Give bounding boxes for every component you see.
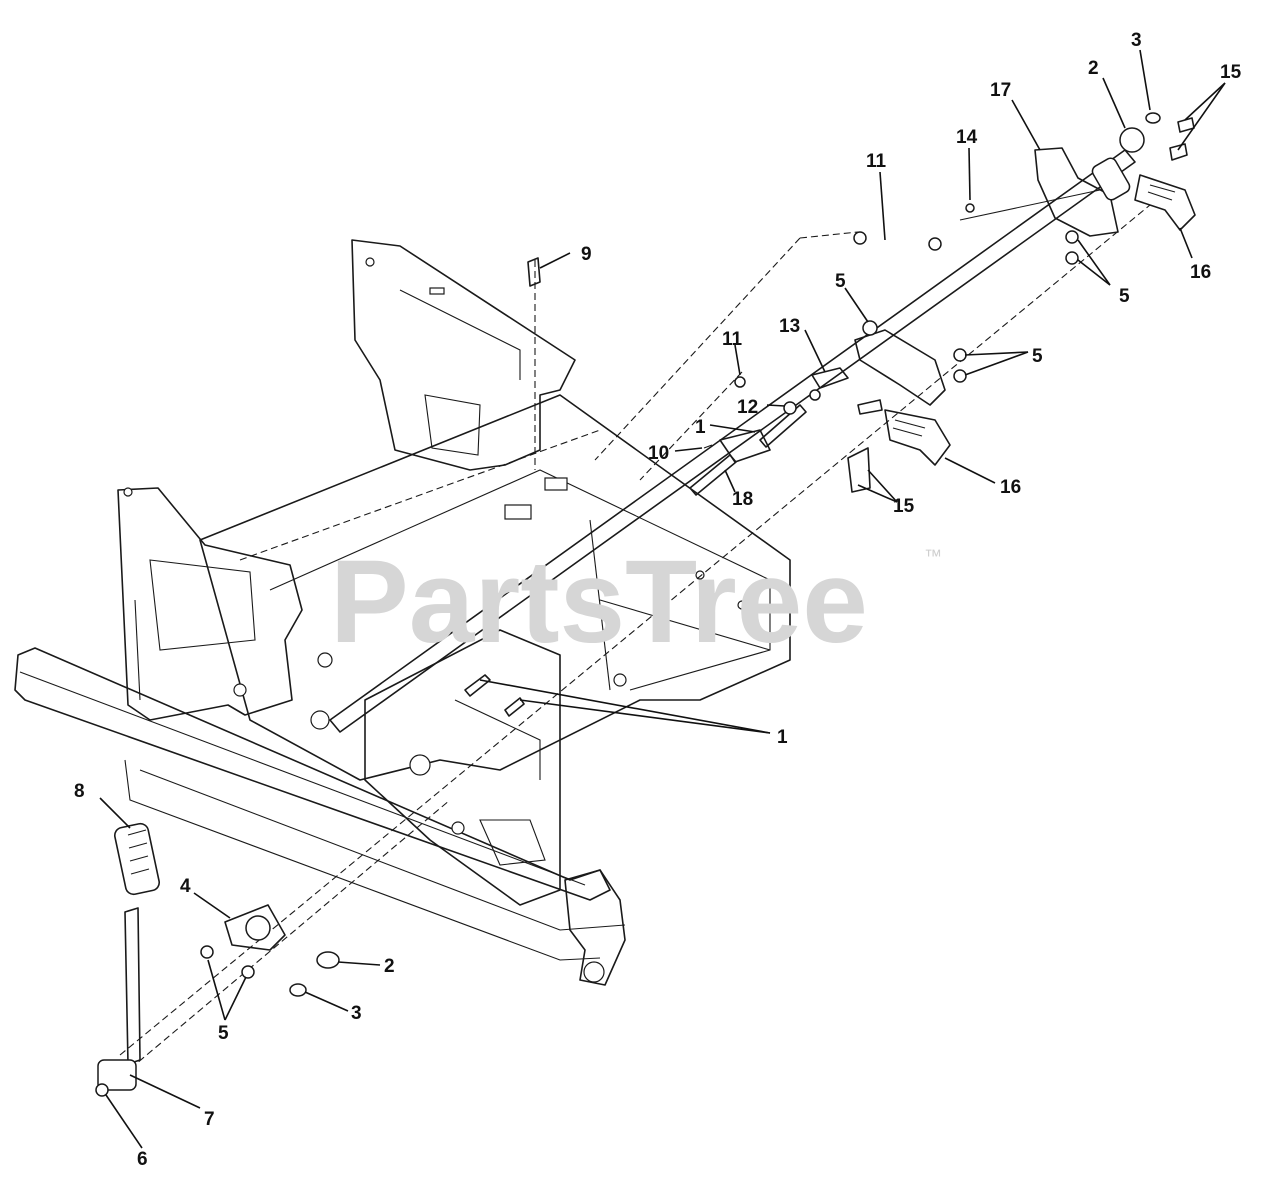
trademark-symbol: ™	[924, 546, 942, 566]
callout-7: 7	[204, 1109, 215, 1130]
callout-1-mid: 1	[777, 727, 788, 748]
callout-16-mid: 16	[1000, 477, 1021, 498]
callout-4: 4	[180, 876, 191, 897]
callout-5-right: 5	[1032, 346, 1043, 367]
mower-frame	[14, 239, 791, 986]
callout-9: 9	[581, 244, 592, 265]
callout-3-bottom: 3	[351, 1003, 362, 1024]
callout-18: 18	[732, 489, 753, 510]
callout-13: 13	[779, 316, 800, 337]
watermark-text: PartsTree	[330, 536, 868, 668]
callout-1-top: 1	[695, 417, 706, 438]
callout-2-top: 2	[1088, 58, 1099, 79]
callout-15-mid: 15	[893, 496, 915, 517]
callout-11-mid: 11	[722, 329, 743, 350]
callout-2-bottom: 2	[384, 956, 395, 977]
callout-labels: 3 2 15 17 14 11 9 16 5 5 13 5 11 12 1 10…	[74, 30, 1242, 1170]
callout-5-bottom: 5	[218, 1023, 229, 1044]
callout-15-top: 15	[1220, 62, 1242, 83]
callout-5-mid: 5	[835, 271, 846, 292]
steering-shaft-assembly	[97, 147, 1196, 1091]
callout-6: 6	[137, 1149, 148, 1170]
callout-16-top: 16	[1190, 262, 1211, 283]
callout-12: 12	[737, 397, 758, 418]
callout-11-top: 11	[866, 151, 887, 172]
callout-14: 14	[956, 127, 978, 148]
callout-3-top: 3	[1131, 30, 1142, 51]
callout-17: 17	[990, 80, 1011, 101]
watermark: PartsTree ™	[330, 536, 942, 668]
callout-5-topright: 5	[1119, 286, 1130, 307]
callout-10: 10	[648, 443, 669, 464]
hardware	[95, 112, 1195, 1097]
callout-8: 8	[74, 781, 85, 802]
leader-lines	[99, 49, 1226, 1149]
